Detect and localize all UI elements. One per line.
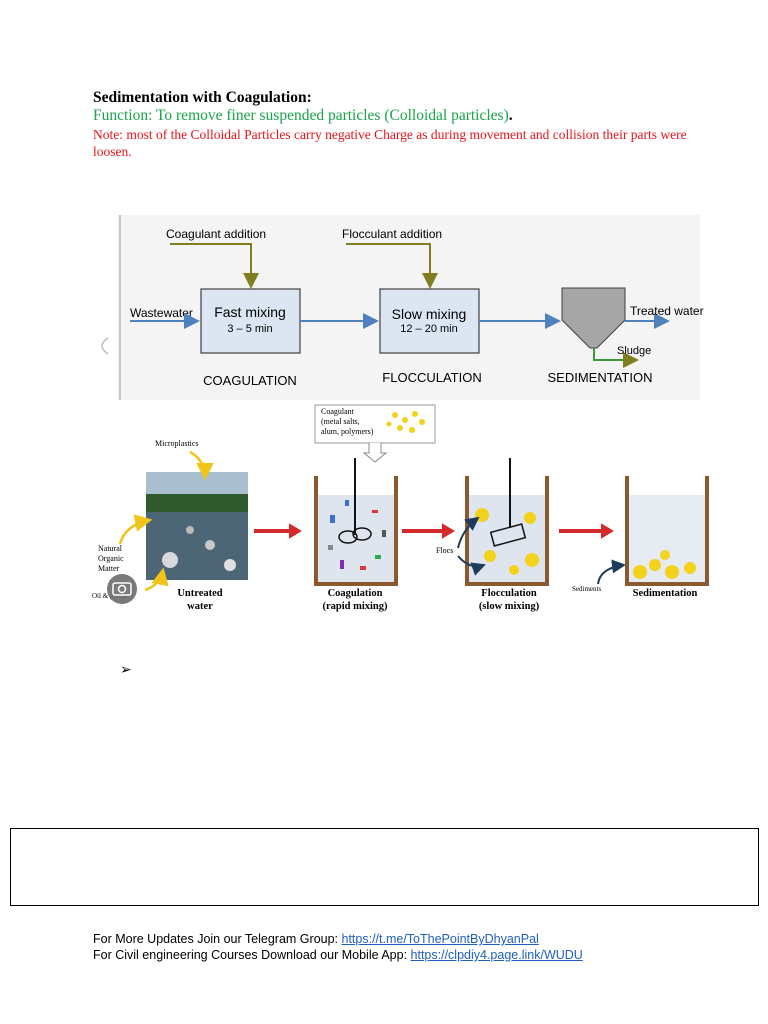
app-link[interactable]: https://clpdiy4.page.link/WUDU xyxy=(410,948,583,962)
sediments-label: Sediments xyxy=(572,585,601,593)
natural-label-2: Organic xyxy=(98,554,124,563)
untreated-label-1: Untreated xyxy=(177,588,222,599)
natural-label-1: Natural xyxy=(98,544,123,553)
sedimentation-tank xyxy=(561,287,626,349)
footer-app-line: For Civil engineering Courses Download o… xyxy=(93,948,583,962)
coagulation-stage-label: COAGULATION xyxy=(203,373,297,388)
sedimentation-illustration-label: Sedimentation xyxy=(633,588,698,599)
flocculation-label-1: Flocculation xyxy=(481,588,537,599)
coagulation-tank xyxy=(314,458,398,586)
footer-telegram-line: For More Updates Join our Telegram Group… xyxy=(93,932,539,946)
flocculant-addition-label: Flocculant addition xyxy=(342,227,442,241)
footer-telegram-text: For More Updates Join our Telegram Group… xyxy=(93,932,342,946)
slow-mixing-box xyxy=(379,288,480,354)
flocculation-label-2: (slow mixing) xyxy=(479,601,540,612)
coagulant-addition-label: Coagulant addition xyxy=(166,227,266,241)
natural-label-3: Matter xyxy=(98,564,120,573)
footer-app-text: For Civil engineering Courses Download o… xyxy=(93,948,411,962)
coagulant-callout-line2: (metal salts, xyxy=(321,417,360,426)
coagulation-label-2: (rapid mixing) xyxy=(322,601,388,612)
flocs-label: Flocs xyxy=(436,546,453,555)
flow-arrow-1 xyxy=(254,523,302,539)
coagulant-callout-line3: alum, polymers) xyxy=(321,427,374,436)
note-text: Note: most of the Colloidal Particles ca… xyxy=(93,127,687,159)
sludge-label: Sludge xyxy=(617,345,651,357)
treated-water-label: Treated water xyxy=(630,304,704,318)
empty-bordered-box xyxy=(10,828,759,906)
telegram-link[interactable]: https://t.me/ToThePointByDhyanPal xyxy=(341,932,539,946)
illustrated-process-diagram: Coagulant (metal salts, alum, polymers) … xyxy=(92,404,709,612)
coagulant-particles xyxy=(386,411,425,433)
flow-arrow-2 xyxy=(402,523,455,539)
fast-mixing-time: 3 – 5 min xyxy=(227,323,272,335)
microplastics-label: Microplastics xyxy=(155,439,199,448)
fast-mixing-label: Fast mixing xyxy=(214,304,286,320)
coagulant-down-arrow xyxy=(362,443,388,463)
coagulation-label-1: Coagulation xyxy=(328,588,383,599)
camera-icon[interactable] xyxy=(107,574,137,604)
function-period: . xyxy=(508,107,513,124)
function-line: Function: To remove finer suspended part… xyxy=(93,107,513,125)
process-flow-diagram: Coagulant addition Flocculant addition W… xyxy=(101,215,704,400)
untreated-label-2: water xyxy=(187,601,213,612)
untreated-water-photo xyxy=(146,472,248,580)
wastewater-label: Wastewater xyxy=(130,306,193,320)
flocculation-stage-label: FLOCCULATION xyxy=(382,370,481,385)
slow-mixing-time: 12 – 20 min xyxy=(400,323,457,335)
slow-mixing-label: Slow mixing xyxy=(392,306,467,322)
function-text: Function: To remove finer suspended part… xyxy=(93,107,509,124)
coagulant-callout-line1: Coagulant xyxy=(321,407,355,416)
fast-mixing-box xyxy=(200,288,301,354)
bullet-arrow: ➢ xyxy=(120,662,132,678)
sedimentation-stage-label: SEDIMENTATION xyxy=(548,370,653,385)
flow-arrow-3 xyxy=(559,523,614,539)
sedimentation-tank-illustration xyxy=(625,476,709,586)
page-heading: Sedimentation with Coagulation: xyxy=(93,89,312,106)
